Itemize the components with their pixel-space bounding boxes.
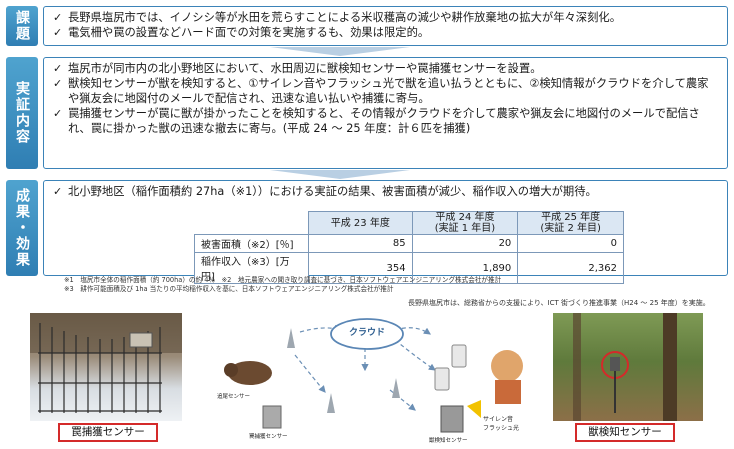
diagram-graphics xyxy=(224,318,523,433)
animal-sensor-image xyxy=(573,313,677,421)
table-row: 被害面積（※2）[％] 85 20 0 xyxy=(194,234,624,253)
animal-sensor-small-label: 獣検知センサー xyxy=(429,438,468,444)
table-header-cell: 平成 23 年度 xyxy=(308,211,413,235)
result-section: 成果・効果 北小野地区（稲作面積約 27ha（※1））における実証の結果、被害面… xyxy=(6,180,728,284)
demo-bullet-1: 塩尻市が同市内の北小野地区において、水田周辺に獣検知センサーや罠捕獲センサーを設… xyxy=(52,61,719,76)
table-cell: 1,890 xyxy=(411,252,519,284)
table-cell: 85 xyxy=(308,234,413,253)
table-header-cell: 平成 24 年度 (実証 1 年目) xyxy=(411,211,519,235)
trap-photo xyxy=(30,313,182,421)
cloud-shape xyxy=(330,318,404,350)
demo-box: 塩尻市が同市内の北小野地区において、水田周辺に獣検知センサーや罠捕獲センサーを設… xyxy=(43,57,728,169)
issue-label: 課題 xyxy=(6,6,38,46)
trap-cage-image xyxy=(30,313,182,413)
demo-bullet-2: 獣検知センサーが獣を検知すると、①サイレン音やフラッシュ光で獣を追い払うとともに… xyxy=(52,76,719,106)
trap-sensor-caption: 罠捕獲センサー xyxy=(58,423,158,442)
cloud-label: クラウド xyxy=(348,328,385,338)
demo-bullet-3: 罠捕獲センサーが罠に獣が掛かったことを検知すると、その情報がクラウドを介して農家… xyxy=(52,106,719,136)
flow-arrow-2 xyxy=(270,170,410,179)
system-diagram: クラウド 追尾センサー 罠捕獲センサー 獣検知センサー サイレン音 フラッシュ光 xyxy=(215,310,545,449)
flow-arrow-1 xyxy=(270,47,410,56)
table-cell: 20 xyxy=(411,234,519,253)
demo-section: 実証内容 塩尻市が同市内の北小野地区において、水田周辺に獣検知センサーや罠捕獲セ… xyxy=(6,57,728,169)
table-header-cell xyxy=(194,211,309,235)
table-row: 稲作収入（※3）[万円] 354 1,890 2,362 xyxy=(194,252,624,284)
result-bullet-1: 北小野地区（稲作面積約 27ha（※1））における実証の結果、被害面積が減少、稲… xyxy=(52,184,719,199)
tracking-sensor-label: 追尾センサー xyxy=(217,394,251,400)
table-header-row: 平成 23 年度 平成 24 年度 (実証 1 年目) 平成 25 年度 (実証… xyxy=(194,211,624,235)
table-header-cell: 平成 25 年度 (実証 2 年目) xyxy=(517,211,624,235)
issue-bullet-1: 長野県塩尻市では、イノシシ等が水田を荒らすことによる米収穫高の減少や耕作放棄地の… xyxy=(52,10,719,25)
siren-label: サイレン音 フラッシュ光 xyxy=(483,416,520,432)
credit-note: 長野県塩尻市は、総務省からの支援により、ICT 街づくり推進事業（H24 ～ 2… xyxy=(408,299,710,307)
footnote-2: ※3 耕作可能面積及び 1ha 当たりの平均稲作収入を基に、日本ソフトウェアエン… xyxy=(64,284,394,293)
trap-sensor-small-label: 罠捕獲センサー xyxy=(249,434,288,440)
footnotes: ※1 塩尻市全体の稲作面積（約 700ha）の約 4％ ※2 地元農家への聞き取… xyxy=(64,276,501,293)
animal-sensor-photo xyxy=(553,313,703,421)
table-cell: 354 xyxy=(308,252,413,284)
table-row-label: 被害面積（※2）[％] xyxy=(194,234,309,253)
result-label: 成果・効果 xyxy=(6,180,38,276)
table-cell: 2,362 xyxy=(517,252,624,284)
table-row-label: 稲作収入（※3）[万円] xyxy=(194,252,309,284)
animal-sensor-caption: 獣検知センサー xyxy=(575,423,675,442)
results-table: 平成 23 年度 平成 24 年度 (実証 1 年目) 平成 25 年度 (実証… xyxy=(194,211,624,284)
footnote-1: ※1 塩尻市全体の稲作面積（約 700ha）の約 4％ ※2 地元農家への聞き取… xyxy=(64,276,502,284)
demo-label: 実証内容 xyxy=(6,57,38,169)
issue-section: 課題 長野県塩尻市では、イノシシ等が水田を荒らすことによる米収穫高の減少や耕作放… xyxy=(6,6,728,46)
issue-box: 長野県塩尻市では、イノシシ等が水田を荒らすことによる米収穫高の減少や耕作放棄地の… xyxy=(43,6,728,46)
table-cell: 0 xyxy=(517,234,624,253)
issue-bullet-2: 電気柵や罠の設置などハード面での対策を実施するも、効果は限定的。 xyxy=(52,25,719,40)
result-box: 北小野地区（稲作面積約 27ha（※1））における実証の結果、被害面積が減少、稲… xyxy=(43,180,728,284)
